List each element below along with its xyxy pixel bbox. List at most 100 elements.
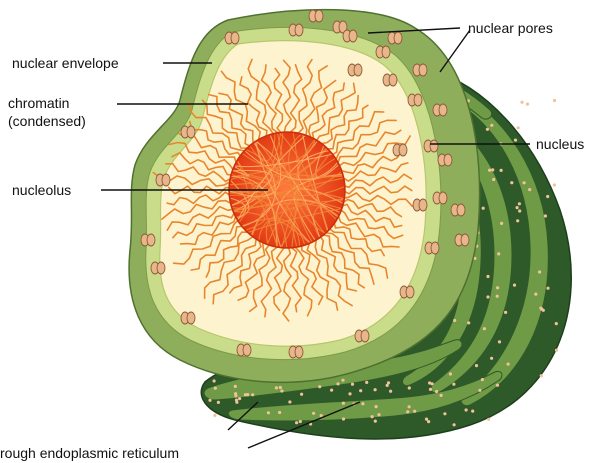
ribosome-dot — [288, 400, 291, 403]
ribosome-dot — [497, 252, 500, 255]
ribosome-dot — [544, 214, 547, 217]
ribosome-dot — [487, 418, 490, 421]
ribosome-dot — [486, 275, 489, 278]
ribosome-dot — [374, 388, 377, 391]
ribosome-dot — [546, 287, 549, 290]
ribosome-dot — [429, 388, 432, 391]
nuclear-pore — [413, 64, 427, 76]
nuclear-pore — [400, 286, 414, 298]
nuclear-pore — [433, 192, 447, 204]
ribosome-dot — [413, 410, 416, 413]
label-nucleus: nucleus — [536, 136, 584, 152]
ribosome-dot — [234, 385, 237, 388]
ribosome-dot — [553, 99, 556, 102]
ribosome-dot — [555, 322, 558, 325]
ribosome-dot — [342, 417, 345, 420]
ribosome-dot — [514, 139, 517, 142]
nuclear-pore — [383, 74, 397, 86]
ribosome-dot — [452, 383, 455, 386]
ribosome-dot — [520, 101, 523, 104]
ribosome-dot — [377, 413, 380, 416]
nuclear-pore — [424, 140, 438, 152]
nuclear-pore — [181, 312, 195, 324]
ribosome-dot — [431, 382, 434, 385]
ribosome-dot — [267, 411, 270, 414]
nuclear-pore — [151, 262, 165, 274]
ribosome-dot — [300, 393, 303, 396]
ribosome-dot — [510, 181, 513, 184]
ribosome-dot — [449, 372, 452, 375]
ribosome-dot — [475, 364, 478, 367]
label-nuclear-pores: nuclear pores — [468, 20, 553, 36]
ribosome-dot — [371, 415, 374, 418]
nuclear-pore — [289, 24, 303, 36]
ribosome-dot — [528, 188, 531, 191]
nuclear-pore — [355, 330, 369, 342]
label-nuclear-envelope: nuclear envelope — [12, 55, 119, 71]
nuclear-pore — [348, 64, 362, 76]
nuclear-pore — [388, 32, 402, 44]
nuclear-pore — [309, 10, 323, 22]
ribosome-dot — [546, 195, 549, 198]
ribosome-dot — [492, 178, 495, 181]
nuclear-pore — [433, 104, 447, 116]
ribosome-dot — [490, 124, 493, 127]
ribosome-dot — [342, 402, 345, 405]
ribosome-dot — [375, 405, 378, 408]
ribosome-dot — [488, 169, 491, 172]
ribosome-dot — [406, 410, 409, 413]
ribosome-dot — [523, 181, 526, 184]
ribosome-dot — [491, 168, 494, 171]
ribosome-dot — [553, 183, 556, 186]
ribosome-dot — [516, 219, 519, 222]
ribosome-dot — [299, 420, 302, 423]
label-chromatin: chromatin — [8, 95, 69, 111]
ribosome-dot — [389, 390, 392, 393]
ribosome-dot — [498, 340, 501, 343]
ribosome-dot — [538, 270, 541, 273]
ribosome-dot — [517, 126, 520, 129]
ribosome-dot — [251, 393, 254, 396]
nuclear-pore — [408, 94, 422, 106]
ribosome-dot — [208, 399, 211, 402]
nuclear-pore — [141, 234, 155, 246]
ribosome-dot — [516, 206, 519, 209]
ribosome-dot — [481, 378, 484, 381]
ribosome-dot — [526, 103, 529, 106]
ribosome-dot — [486, 128, 489, 131]
ribosome-dot — [478, 389, 481, 392]
ribosome-dot — [408, 386, 411, 389]
ribosome-dot — [496, 295, 499, 298]
nuclear-pore — [413, 199, 427, 211]
ribosome-dot — [467, 321, 470, 324]
ribosome-dot — [513, 284, 516, 287]
ribosome-dot — [482, 207, 485, 210]
ribosome-dot — [279, 386, 282, 389]
nuclear-pore — [376, 46, 390, 58]
nuclear-pore — [225, 32, 239, 44]
ribosome-dot — [295, 421, 298, 424]
ribosome-dot — [465, 408, 468, 411]
ribosome-dot — [496, 384, 499, 387]
ribosome-dot — [471, 410, 474, 413]
nuclear-pore — [393, 144, 407, 156]
ribosome-dot — [555, 349, 558, 352]
ribosome-dot — [540, 308, 543, 311]
ribosome-dot — [280, 389, 283, 392]
ribosome-dot — [351, 383, 354, 386]
label-rough-er: rough endoplasmic reticulum — [0, 445, 179, 461]
ribosome-dot — [453, 423, 456, 426]
nuclear-pore — [156, 174, 170, 186]
ribosome-dot — [534, 293, 537, 296]
label-chromatin-condensed: (condensed) — [8, 113, 86, 129]
leader-nuclear-pores-2 — [440, 30, 470, 72]
label-nucleolus: nucleolus — [12, 182, 71, 198]
ribosome-dot — [540, 374, 543, 377]
ribosome-dot — [348, 392, 351, 395]
ribosome-dot — [443, 412, 446, 415]
nuclear-pore — [237, 344, 251, 356]
nuclear-pore — [455, 234, 469, 246]
ribosome-dot — [500, 169, 503, 172]
nuclear-pore — [438, 154, 452, 166]
ribosome-dot — [496, 286, 499, 289]
